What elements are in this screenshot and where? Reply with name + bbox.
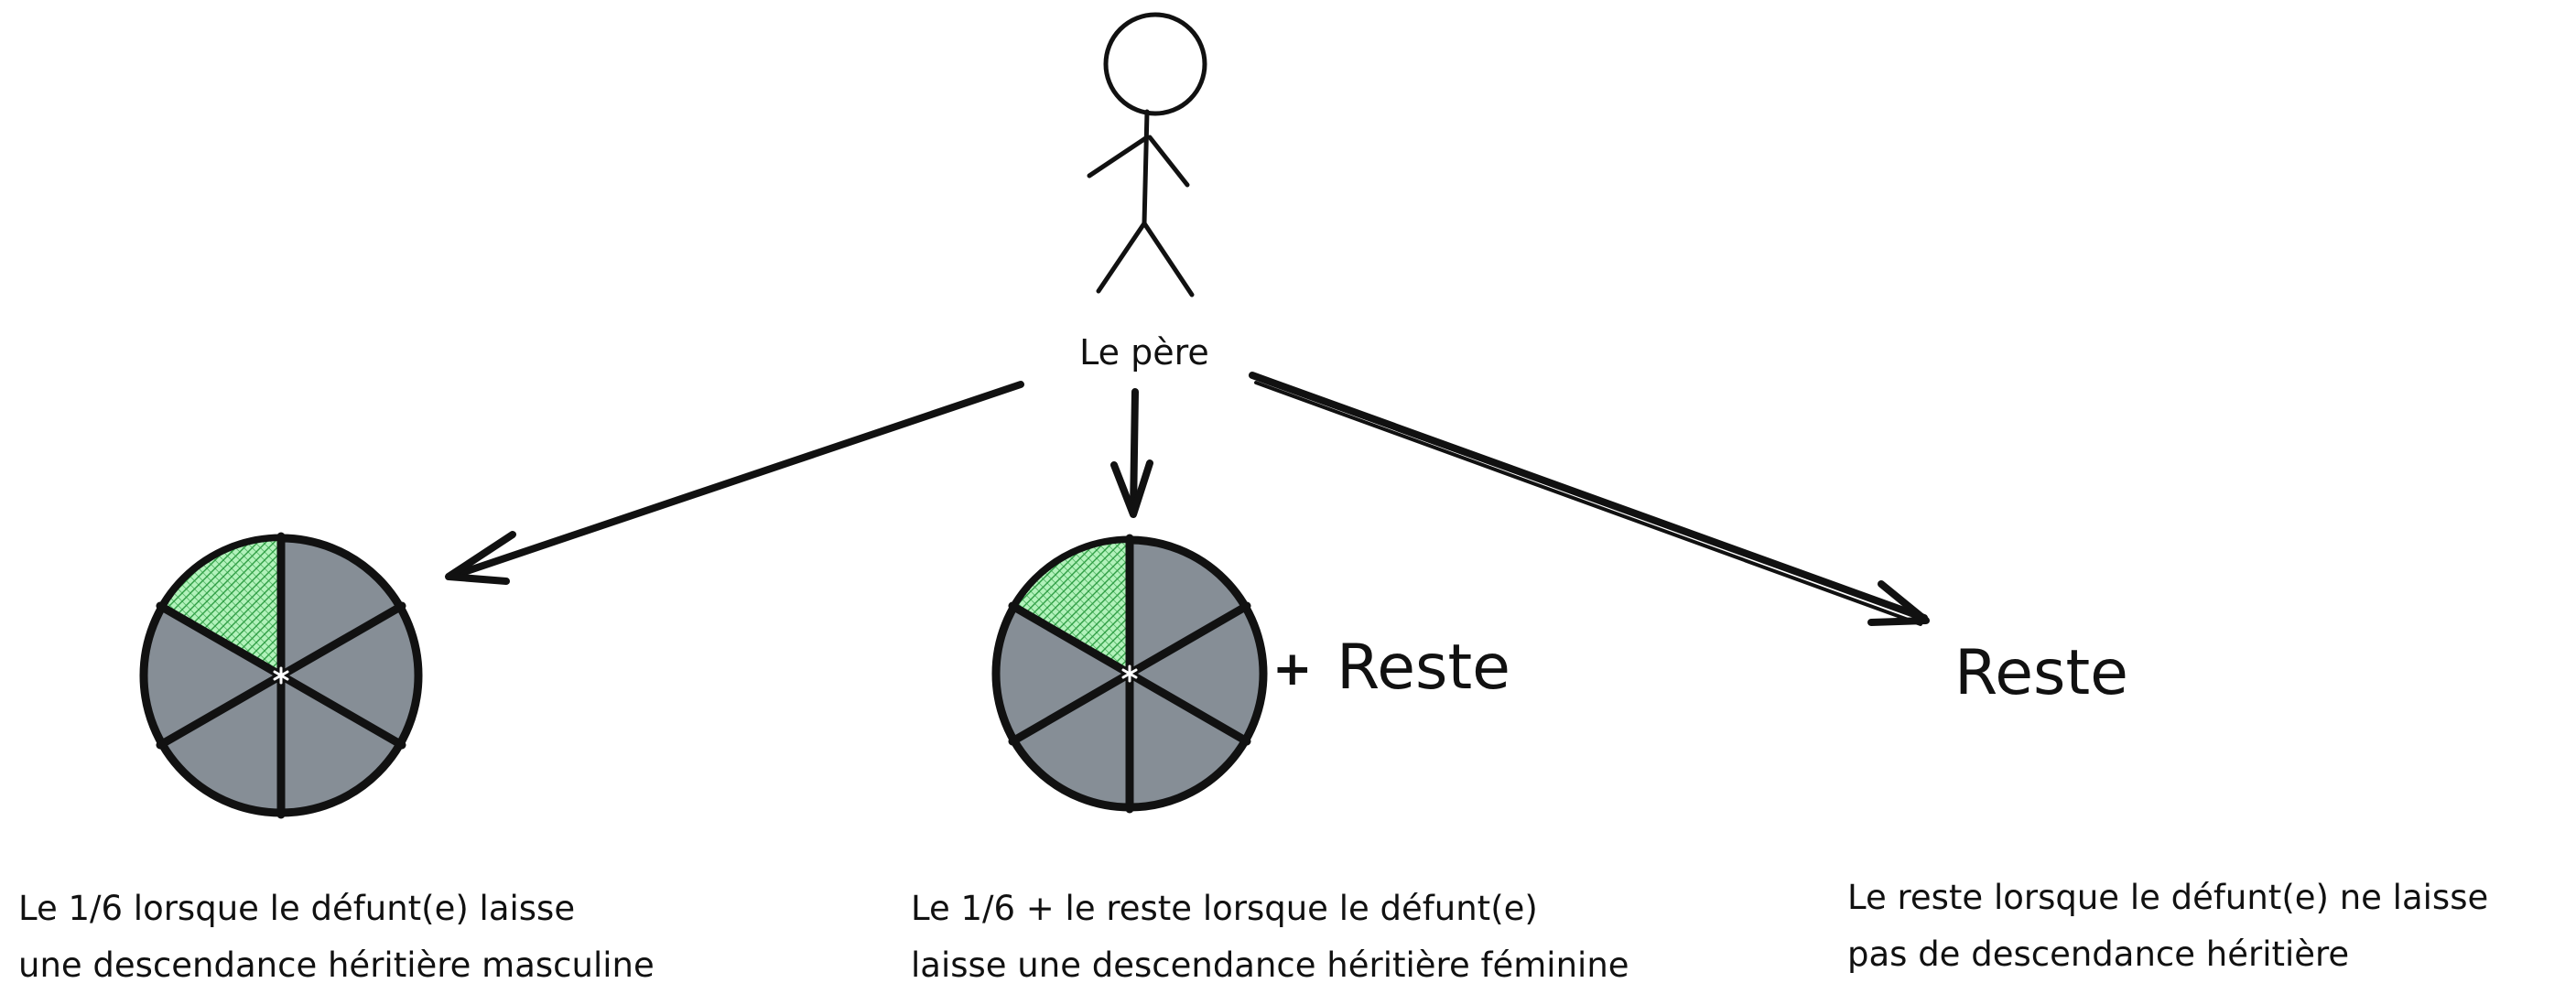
- father-head: [1103, 12, 1207, 116]
- father-left-arm: [1087, 135, 1150, 178]
- arrow-to-middle-pie: [1110, 388, 1153, 518]
- right-reste-label: Reste: [1954, 637, 2128, 709]
- arrow-to-right-result: [1249, 372, 1930, 626]
- caption-middle: Le 1/6 + le reste lorsque le défunt(e) l…: [911, 881, 1629, 994]
- pie-left: [139, 532, 423, 819]
- pie-left-highlight-slice: [158, 535, 284, 681]
- plus-sign: +: [1272, 642, 1313, 697]
- arrow-to-left-pie: [445, 381, 1024, 585]
- caption-left-line1: Le 1/6 lorsque le défunt(e) laisse: [18, 889, 576, 928]
- middle-reste-label: Reste: [1337, 632, 1510, 704]
- caption-right-line1: Le reste lorsque le défunt(e) ne laisse: [1847, 878, 2489, 917]
- father-right-leg: [1142, 221, 1195, 297]
- pie-middle-highlight-slice: [1010, 536, 1132, 679]
- caption-left-line2: une descendance héritière masculine: [18, 945, 655, 985]
- caption-middle-line1: Le 1/6 + le reste lorsque le défunt(e): [911, 889, 1538, 928]
- caption-middle-line2: laisse une descendance héritière féminin…: [911, 945, 1629, 985]
- father-left-leg: [1096, 221, 1147, 294]
- pie-middle: [991, 534, 1268, 814]
- father-body: [1142, 109, 1150, 226]
- father-label: Le père: [1079, 332, 1209, 373]
- caption-right-line2: pas de descendance héritière: [1847, 935, 2350, 974]
- father-right-arm: [1147, 135, 1190, 188]
- caption-left: Le 1/6 lorsque le défunt(e) laisse une d…: [18, 881, 655, 994]
- father-stick-figure: [1087, 12, 1207, 297]
- caption-right: Le reste lorsque le défunt(e) ne laisse …: [1847, 870, 2488, 983]
